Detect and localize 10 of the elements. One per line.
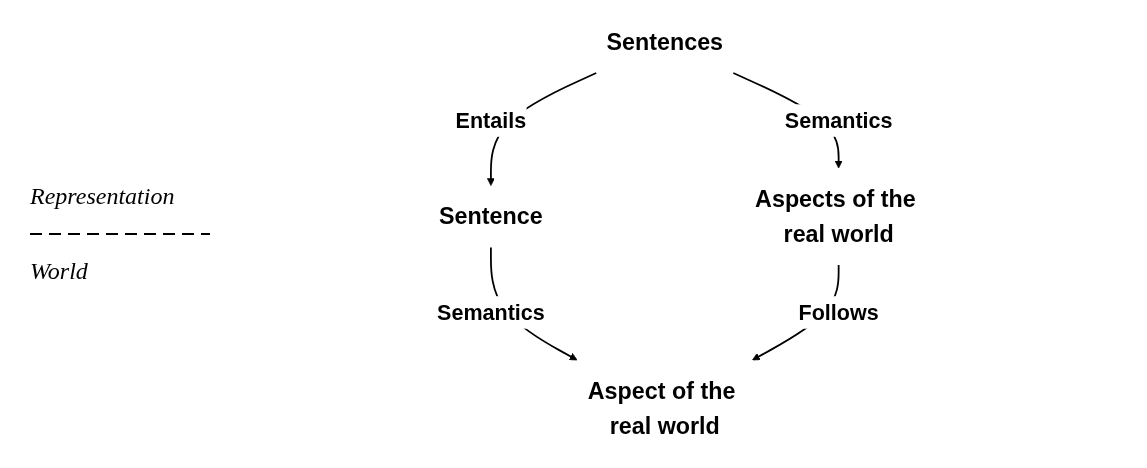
- region-label: World: [30, 258, 88, 285]
- edge-label: Entails: [455, 108, 527, 133]
- node-text: Aspects of the real world: [755, 185, 917, 247]
- node-text: Aspect of the real world: [588, 377, 736, 439]
- edge-label: Semantics: [437, 299, 546, 325]
- node-text: Sentences: [606, 28, 724, 56]
- region-label: Representation: [30, 183, 175, 210]
- edge-label: Semantics: [785, 108, 893, 133]
- edge-label: Follows: [798, 299, 880, 325]
- node-text: Sentence: [439, 202, 544, 230]
